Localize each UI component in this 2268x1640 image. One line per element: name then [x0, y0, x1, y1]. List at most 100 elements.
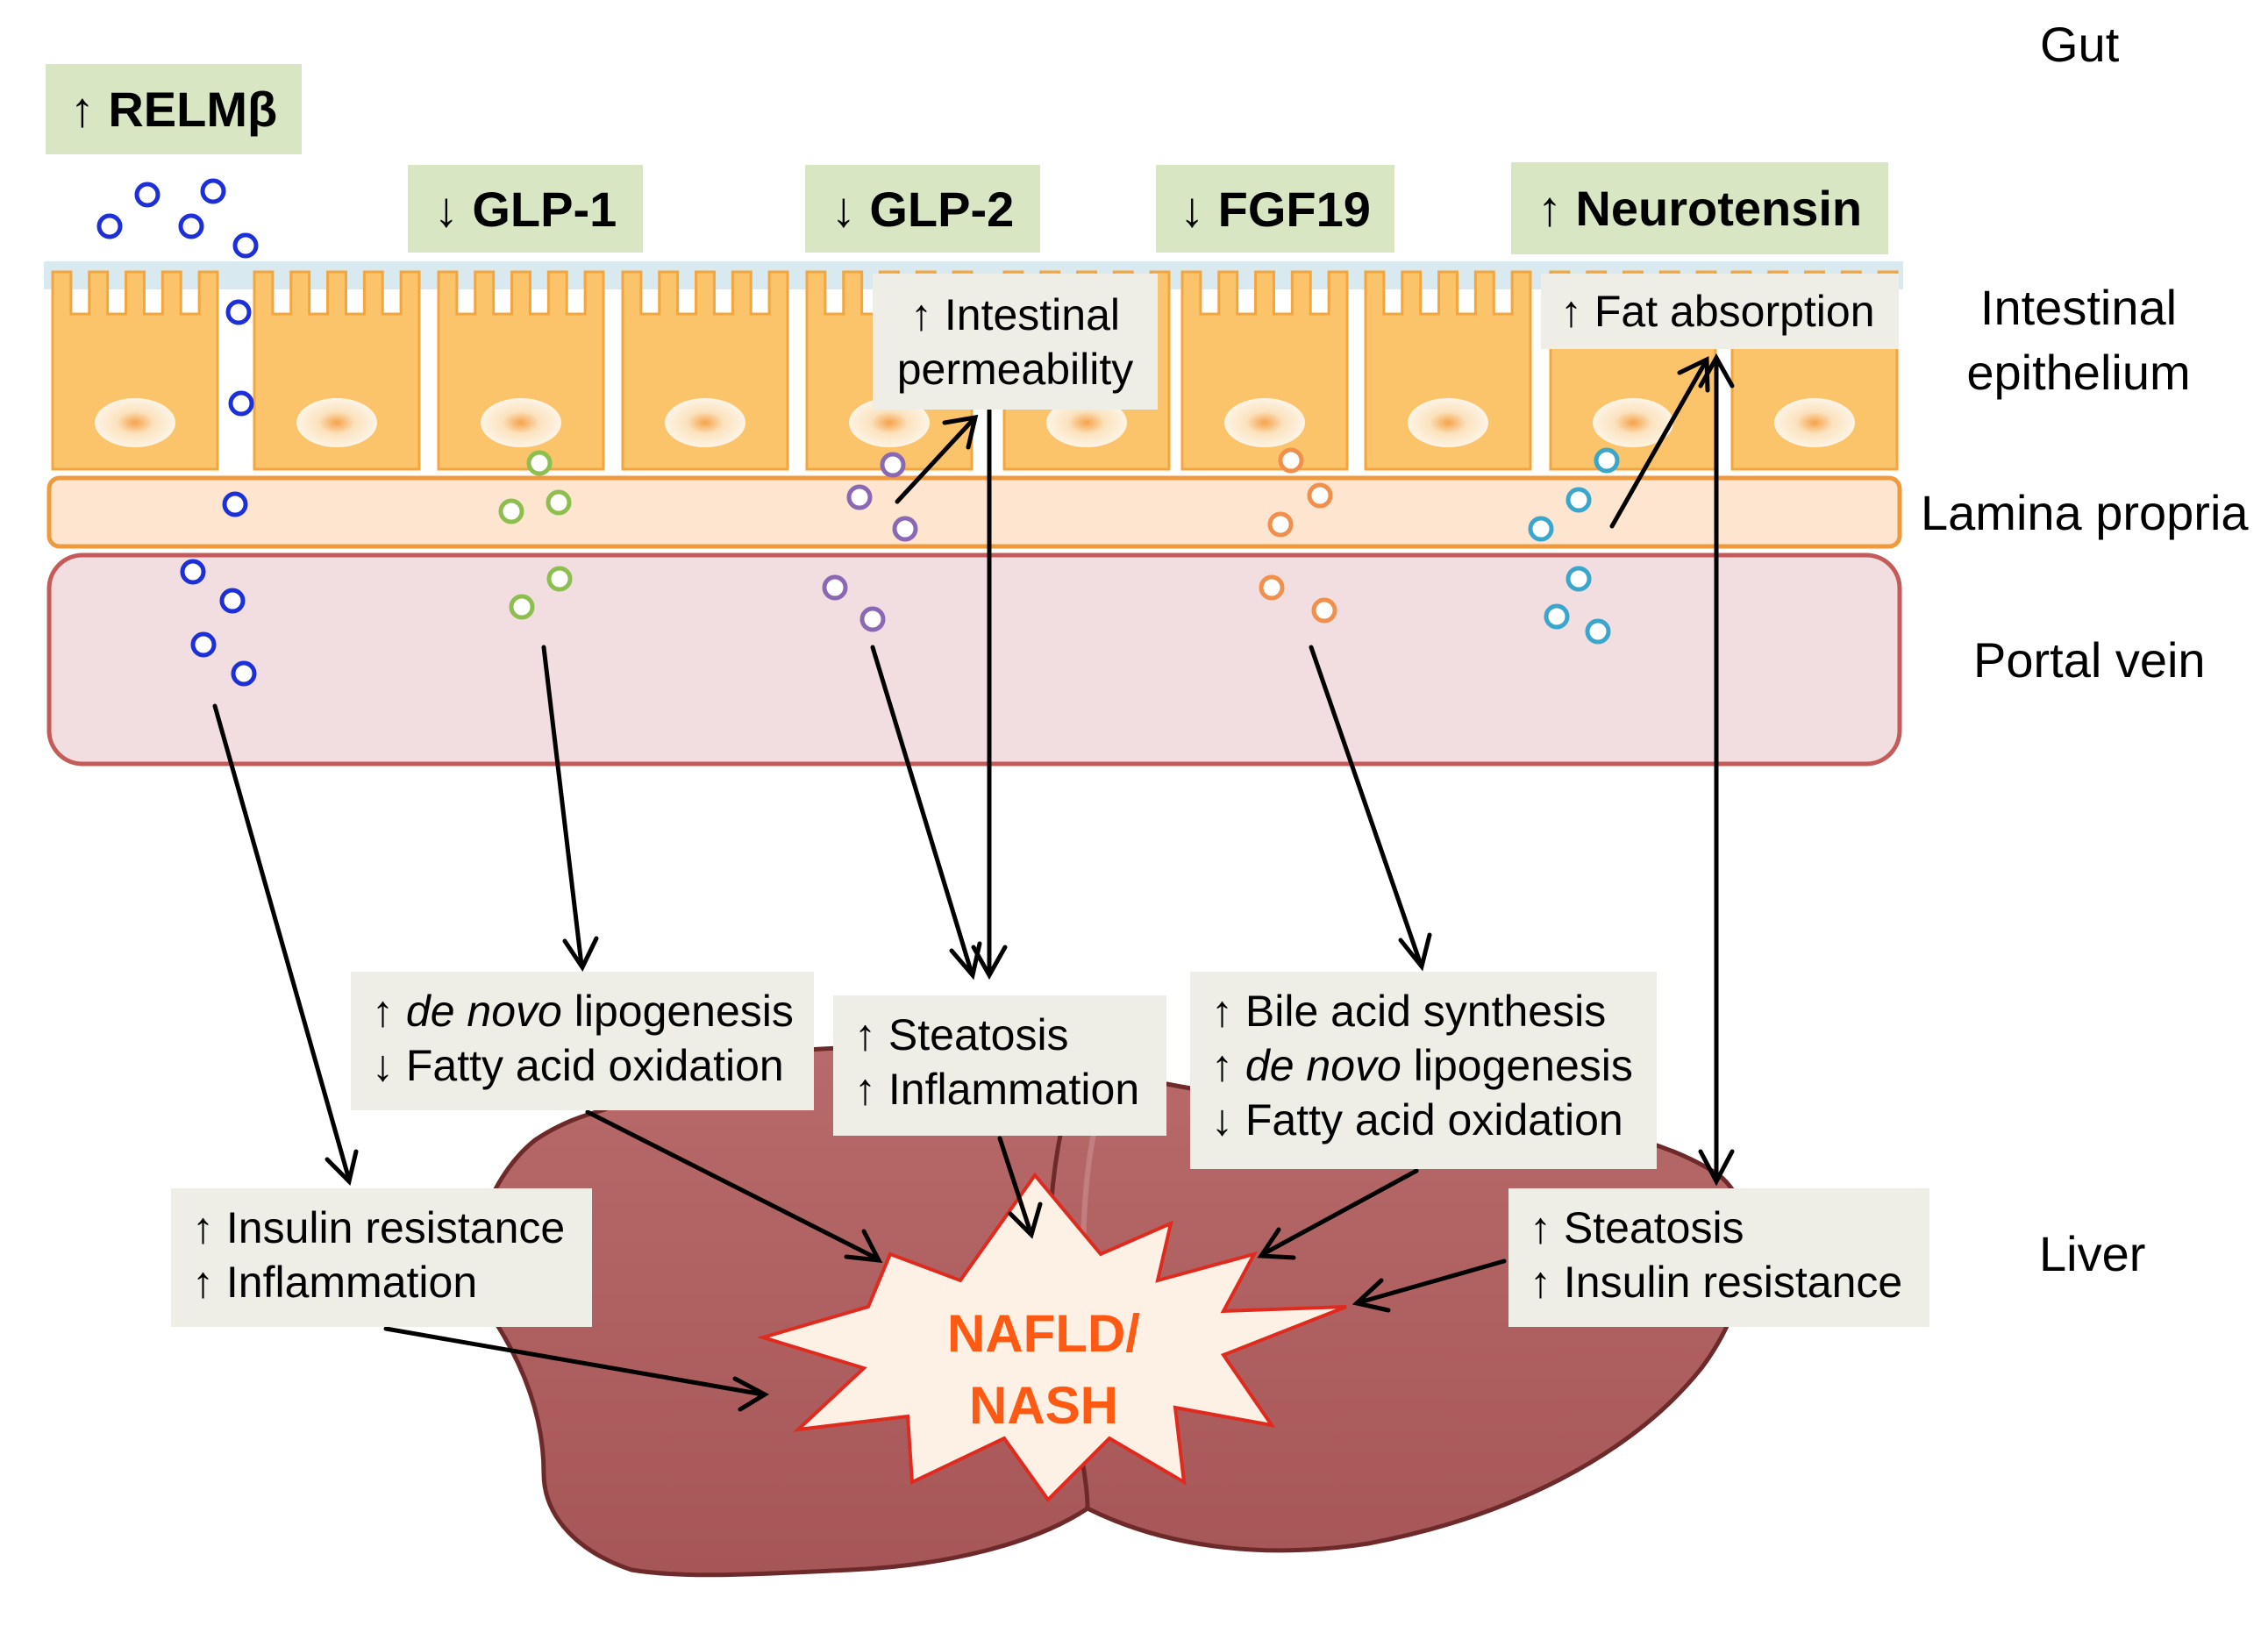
dot-glp2	[859, 606, 886, 632]
dot-fgf19	[1307, 482, 1333, 509]
nt-line1: ↑ Steatosis	[1530, 1203, 1744, 1252]
cell-nucleus	[1774, 398, 1855, 447]
label-liver: Liver	[2039, 1226, 2146, 1281]
dot-relm	[219, 588, 246, 614]
fgf-line2-arrow: ↑	[1211, 1041, 1245, 1090]
arrow-glp2box-burst-head	[1008, 1201, 1043, 1239]
cell-nucleus	[1408, 398, 1488, 447]
cell-body	[1364, 270, 1532, 471]
glp1-line1-arrow: ↑	[372, 987, 406, 1036]
arrow-ntbox-burst	[1357, 1259, 1507, 1305]
hormone-dots	[96, 178, 1620, 687]
dot-relm	[225, 299, 252, 325]
arrow-fgf19-liver	[1309, 645, 1423, 967]
effect-fgf19-liver: ↑ Bile acid synthesis ↑ de novo lipogene…	[1190, 972, 1657, 1169]
effect-intestinal-permeability: ↑ Intestinal permeability	[873, 274, 1158, 410]
dot-glp1	[546, 566, 573, 592]
label-gut: Gut	[2040, 17, 2120, 72]
dot-fgf19	[1311, 597, 1337, 624]
effect-glp1-liver: ↑ de novo lipogenesis ↓ Fatty acid oxida…	[351, 972, 814, 1110]
arrow-fgf19-liver-head	[1398, 932, 1432, 972]
dot-glp1	[498, 498, 524, 524]
dot-glp1	[526, 450, 553, 476]
arrow-glp2-permeability-head	[942, 414, 979, 450]
arrow-fgfbox-burst-head	[1257, 1227, 1296, 1260]
fgf-line2: ↑ de novo lipogenesis	[1211, 1041, 1633, 1090]
label-lamina-propria: Lamina propria	[1921, 485, 2249, 540]
arrow-ntbox-burst-head	[1352, 1278, 1391, 1313]
portal-vein-band	[46, 553, 1902, 767]
arrow-fgfbox-burst	[1260, 1168, 1419, 1257]
dot-relm	[180, 559, 206, 585]
relm-line2: ↑ Inflammation	[192, 1258, 478, 1307]
nt-line2: ↑ Insulin resistance	[1530, 1258, 1903, 1307]
permeability-line1: ↑ Intestinal	[909, 290, 1120, 339]
cell-nucleus	[95, 398, 175, 447]
dot-glp1	[546, 489, 572, 516]
epithelial-cell	[621, 270, 789, 471]
arrow-glp2-liver	[870, 645, 974, 976]
dot-glp1	[509, 594, 535, 620]
dot-fgf19	[1259, 574, 1285, 601]
cell-nucleus	[665, 398, 745, 447]
arrow-glp1box-burst-head	[844, 1229, 883, 1263]
dot-neurotensin	[1585, 618, 1611, 645]
dot-relm	[178, 213, 204, 239]
dot-neurotensin	[1528, 516, 1554, 542]
dot-relm	[231, 660, 257, 687]
fgf-line1: ↑ Bile acid synthesis	[1211, 987, 1607, 1036]
arrow-relmbox-burst	[383, 1326, 766, 1397]
dot-relm	[232, 232, 259, 259]
label-epithelium-line1: Intestinal	[1979, 280, 2178, 335]
glp1-line2: ↓ Fatty acid oxidation	[372, 1041, 784, 1090]
hormone-neurotensin: ↑ Neurotensin	[1511, 162, 1888, 254]
arrow-glp1-liver	[541, 645, 584, 967]
dot-glp2	[822, 574, 848, 601]
nafld-line2: NASH	[968, 1376, 1118, 1435]
cell-body	[51, 270, 219, 471]
dot-neurotensin	[1544, 603, 1570, 630]
dot-relm	[200, 178, 226, 204]
arrow-glp2-permeability	[895, 417, 976, 504]
arrow-relm-liver	[212, 703, 352, 1182]
dot-neurotensin	[1565, 566, 1592, 592]
epithelial-cell	[1364, 270, 1532, 471]
cell-nucleus	[1224, 398, 1305, 447]
dot-relm	[228, 390, 254, 417]
arrow-fat-liver-up	[1698, 353, 1735, 389]
dot-glp2	[892, 516, 918, 542]
dot-fgf19	[1267, 511, 1294, 538]
fgf-line2-italic: de novo	[1245, 1041, 1401, 1090]
arrow-permeability-liver-head	[971, 945, 1008, 980]
lamina-propria-band	[46, 475, 1902, 549]
cell-nucleus	[481, 398, 561, 447]
effect-fat-absorption: ↑ Fat absorption	[1541, 274, 1899, 349]
label-epithelium-line2: epithelium	[1966, 345, 2191, 400]
effect-relm-liver: ↑ Insulin resistance ↑ Inflammation	[171, 1188, 592, 1327]
cell-body	[1180, 270, 1349, 471]
dot-relm	[190, 631, 217, 658]
dot-glp2	[880, 452, 906, 478]
arrow-neurotensin-fat-head	[1677, 356, 1710, 393]
dot-relm	[134, 182, 160, 208]
nafld-starburst	[756, 1172, 1347, 1503]
arrows	[212, 353, 1735, 1412]
fgf-line3: ↓ Fatty acid oxidation	[1211, 1095, 1623, 1144]
cell-body	[437, 270, 605, 471]
effect-neurotensin-liver: ↑ Steatosis ↑ Insulin resistance	[1508, 1188, 1929, 1327]
dot-relm	[222, 491, 248, 517]
permeability-line2: permeability	[896, 345, 1134, 394]
glp1-line1: ↑ de novo lipogenesis	[372, 987, 794, 1036]
epithelial-cell	[1180, 270, 1349, 471]
dot-neurotensin	[1594, 447, 1620, 474]
arrow-neurotensin-fat	[1609, 359, 1708, 529]
hormone-glp2: ↓ GLP-2	[805, 165, 1040, 253]
cell-nucleus	[296, 398, 377, 447]
epithelial-cells	[51, 270, 1899, 471]
relm-line1: ↑ Insulin resistance	[192, 1203, 566, 1252]
cell-nucleus	[1046, 398, 1127, 447]
nafld-line1: NAFLD/	[947, 1304, 1140, 1363]
arrow-glp1box-burst	[585, 1109, 880, 1261]
arrow-glp2box-burst	[997, 1136, 1033, 1235]
epithelial-cell	[437, 270, 605, 471]
